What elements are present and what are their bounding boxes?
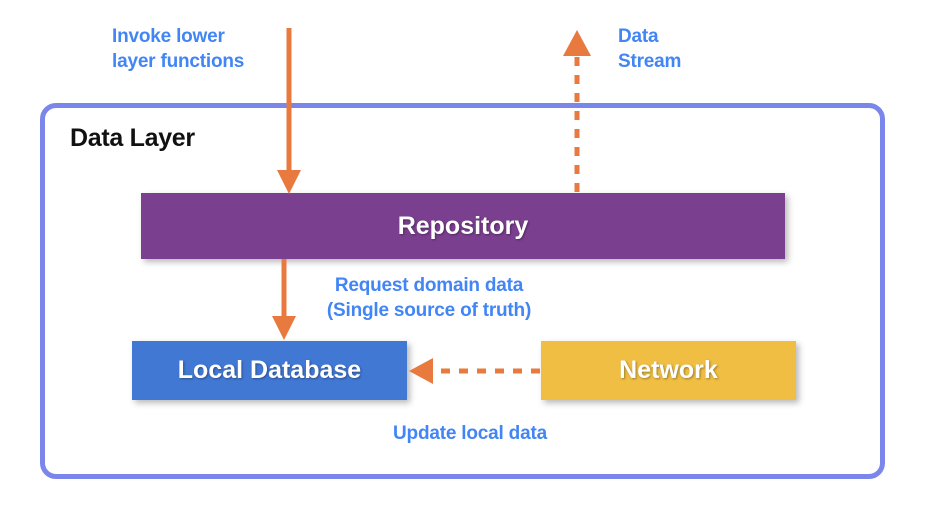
data-layer-title: Data Layer bbox=[70, 124, 195, 152]
local-database-box[interactable]: Local Database bbox=[132, 341, 407, 400]
repository-box[interactable]: Repository bbox=[141, 193, 785, 259]
annotation-update-local-data: Update local data bbox=[393, 423, 547, 444]
data-layer-container bbox=[40, 103, 885, 479]
local-database-label: Local Database bbox=[177, 356, 362, 384]
annotation-request-domain-data: Request domain data (Single source of tr… bbox=[326, 275, 532, 321]
repository-label: Repository bbox=[397, 211, 529, 240]
annotation-invoke-lower-layer-functions: Invoke lower layer functions bbox=[112, 26, 245, 72]
annotation-data-stream: Data Stream bbox=[618, 26, 682, 72]
network-label: Network bbox=[619, 356, 718, 384]
network-box[interactable]: Network bbox=[541, 341, 796, 400]
